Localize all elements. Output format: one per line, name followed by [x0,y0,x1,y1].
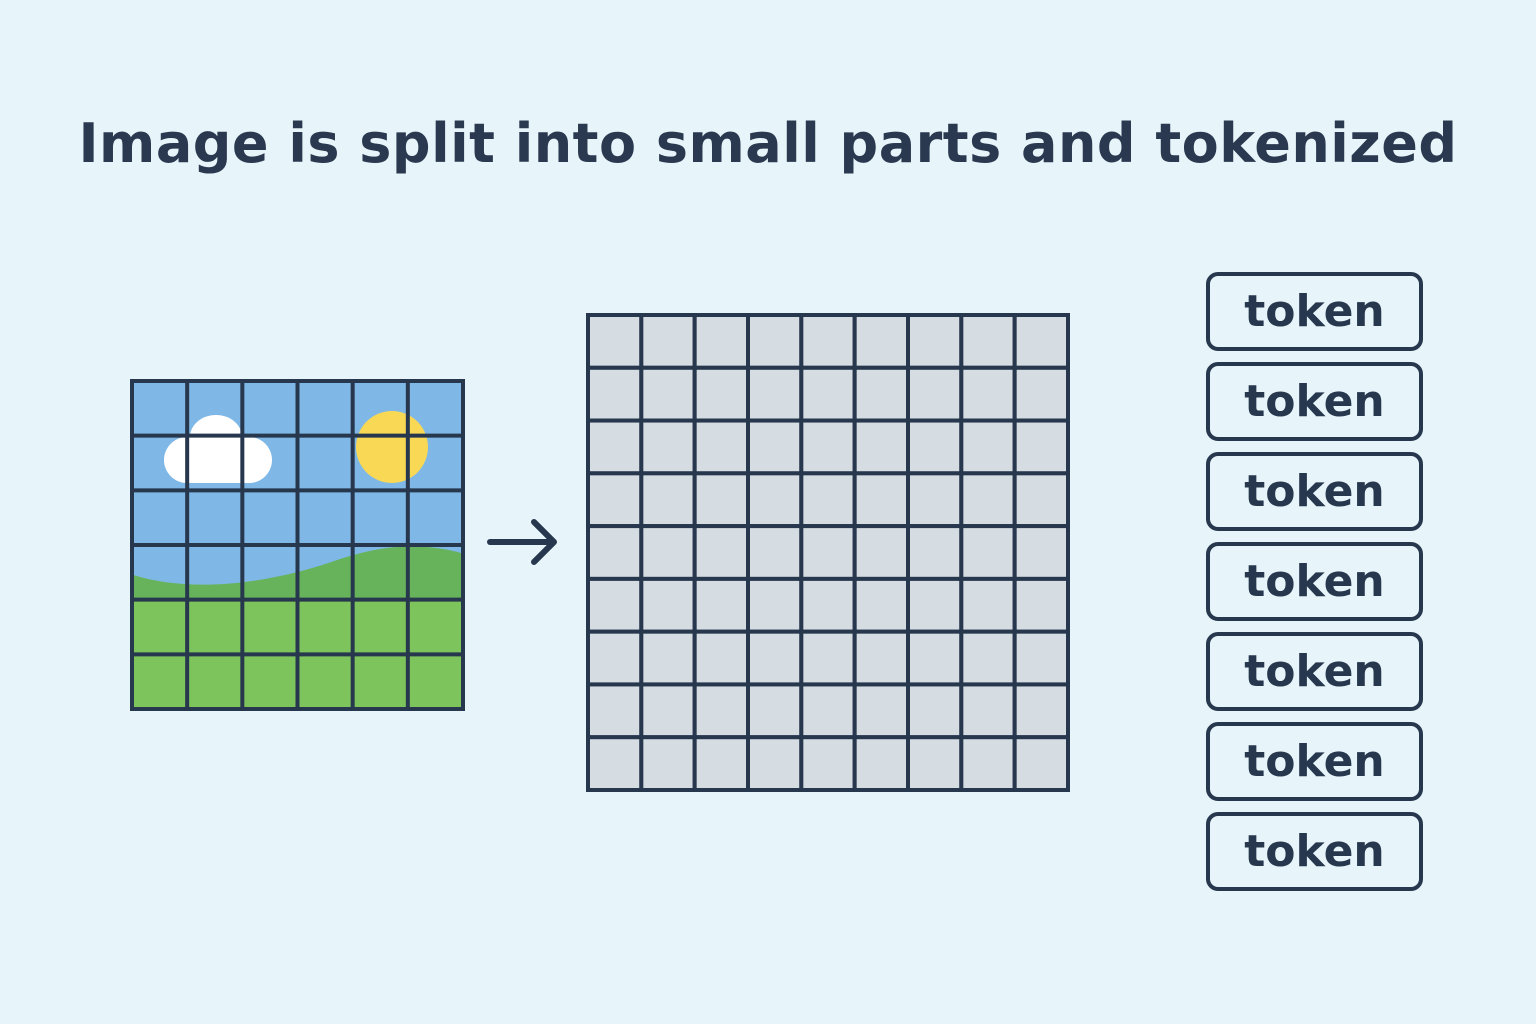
patch-cell [1015,526,1068,579]
patch-cell [695,579,748,632]
patch-cell [801,684,854,737]
patch-cell [855,473,908,526]
patch-cell [855,632,908,685]
patch-cell [961,315,1014,368]
patch-cell [801,526,854,579]
patch-cell [961,579,1014,632]
patch-cell [908,632,961,685]
patch-cell [801,473,854,526]
token-box: token [1206,812,1423,891]
patch-cell [748,632,801,685]
patch-cell [1015,632,1068,685]
patch-cell [908,737,961,790]
patch-cell [748,368,801,421]
patch-cell [588,368,641,421]
patch-cell [641,579,694,632]
patch-cell [961,684,1014,737]
patch-cell [961,526,1014,579]
patch-cell [588,579,641,632]
token-box: token [1206,722,1423,801]
patch-cell [855,684,908,737]
patch-cell [748,473,801,526]
patch-cell [855,737,908,790]
token-list: token token token token token token toke… [1206,272,1423,902]
patch-cell [1015,368,1068,421]
patch-cell [748,737,801,790]
patch-cell [855,315,908,368]
patch-grid [586,313,1070,792]
token-box: token [1206,362,1423,441]
patch-cell [695,315,748,368]
patch-cell [748,526,801,579]
patch-cell [588,526,641,579]
patch-cell [908,368,961,421]
patch-cell [855,368,908,421]
patch-cell [801,579,854,632]
patch-cell [695,526,748,579]
patch-cell [855,579,908,632]
patch-cell [695,632,748,685]
patch-cell [641,632,694,685]
patch-cell [695,737,748,790]
patch-cell [908,526,961,579]
token-box: token [1206,632,1423,711]
token-box: token [1206,542,1423,621]
patch-cell [961,473,1014,526]
patch-cell [1015,315,1068,368]
patch-cell [908,473,961,526]
patch-cell [588,315,641,368]
patch-cell [695,368,748,421]
patch-cell [748,315,801,368]
patch-cell [1015,473,1068,526]
patch-cell [908,579,961,632]
patch-cell [961,737,1014,790]
patch-cell [641,315,694,368]
patch-cell [588,632,641,685]
patch-cell [961,368,1014,421]
patch-cell [1015,579,1068,632]
patch-cell [588,684,641,737]
token-box: token [1206,272,1423,351]
patch-cell [908,421,961,474]
patch-cell [641,473,694,526]
patch-cell [588,421,641,474]
patch-cell [748,579,801,632]
patch-cell [641,737,694,790]
patch-cell [1015,684,1068,737]
patch-cell [695,421,748,474]
patch-cell [641,684,694,737]
patch-cell [588,737,641,790]
patch-cell [961,421,1014,474]
patch-cell [1015,421,1068,474]
patch-cell [855,526,908,579]
patch-cell [908,684,961,737]
patch-cell [748,684,801,737]
patch-cell [801,421,854,474]
patch-cell [588,473,641,526]
patch-cell [801,368,854,421]
right-arrow-icon [486,515,562,569]
patch-cell [748,421,801,474]
patch-cell [641,526,694,579]
patch-cell [961,632,1014,685]
patch-cell [801,632,854,685]
token-box: token [1206,452,1423,531]
patch-cell [641,368,694,421]
page-title: Image is split into small parts and toke… [0,112,1536,175]
patch-cell [695,684,748,737]
landscape-image [130,379,465,711]
patch-cell [695,473,748,526]
patch-cell [801,737,854,790]
patch-cell [1015,737,1068,790]
patch-cell [855,421,908,474]
patch-cell [641,421,694,474]
patch-cell [908,315,961,368]
sun-icon [356,411,428,483]
patch-cell [801,315,854,368]
